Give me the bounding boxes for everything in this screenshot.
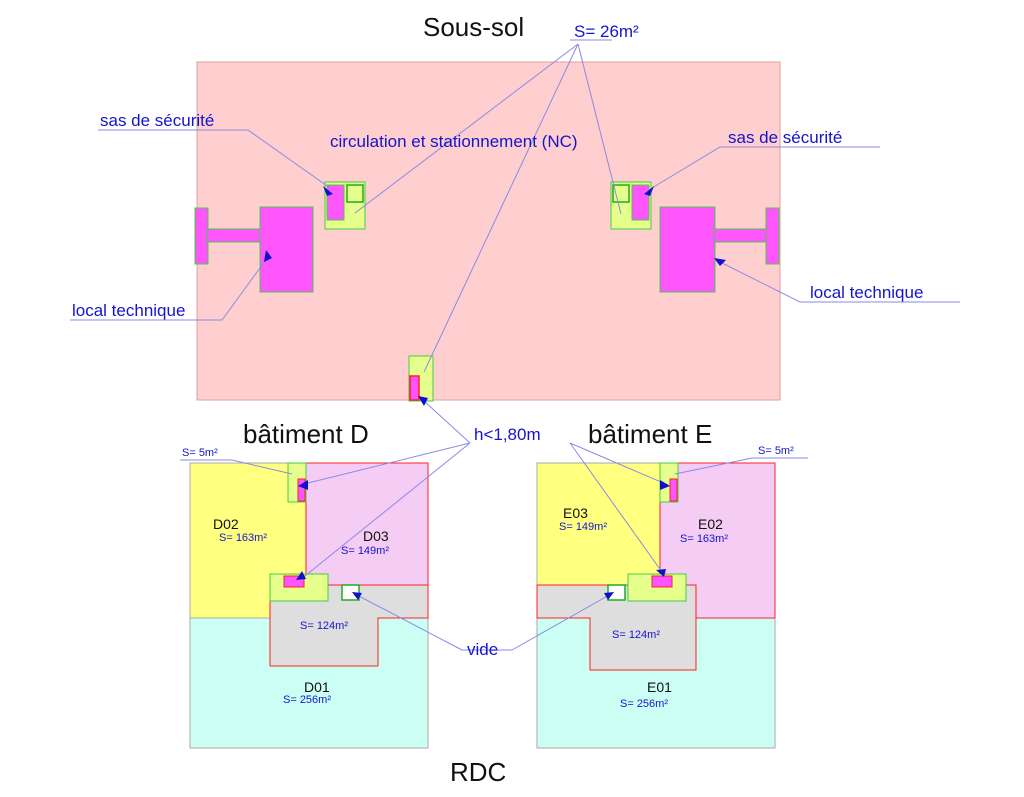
ground-floor-title: RDC	[450, 757, 506, 787]
room-d03-name: D03	[363, 528, 389, 544]
technical-room-left-label: local technique	[72, 301, 185, 320]
basement-surface-label: S= 26m²	[574, 22, 639, 41]
room-e-center	[536, 584, 697, 671]
room-e01-name: E01	[647, 679, 672, 695]
room-d-center-surface: S= 124m²	[300, 620, 348, 632]
basement-shaft	[408, 355, 434, 402]
room-e-center-surface: S= 124m²	[612, 629, 660, 641]
room-d02-name: D02	[213, 516, 239, 532]
security-lock-right	[610, 181, 652, 230]
room-e02-name: E02	[698, 516, 723, 532]
circulation-label: circulation et stationnement (NC)	[330, 132, 578, 151]
small-surface-right-label: S= 5m²	[758, 445, 794, 457]
building-e-title: bâtiment E	[588, 419, 712, 449]
room-d03-surface: S= 149m²	[341, 545, 389, 557]
building-d-title: bâtiment D	[243, 419, 369, 449]
room-d01-name: D01	[304, 679, 330, 695]
void-label: vide	[467, 640, 498, 659]
leader-lines	[70, 39, 960, 651]
technical-room-right-label: local technique	[810, 283, 923, 302]
technical-room-right	[659, 206, 780, 293]
void-e	[607, 584, 626, 601]
height-limit-label: h<1,80m	[474, 425, 541, 444]
room-d-center	[269, 584, 429, 667]
technical-room-left	[194, 206, 314, 293]
void-d	[341, 584, 360, 601]
room-d02-surface: S= 163m²	[219, 532, 267, 544]
room-d03	[305, 462, 429, 586]
basement-plan	[194, 61, 781, 402]
room-e02-surface: S= 163m²	[680, 533, 728, 545]
security-lock-left-label: sas de sécurité	[100, 111, 214, 130]
room-d01-surface: S= 256m²	[283, 694, 331, 706]
basement-title: Sous-sol	[423, 12, 524, 42]
arrowheads	[264, 186, 726, 600]
small-surface-left-label: S= 5m²	[182, 447, 218, 459]
building-d-plan	[189, 462, 429, 749]
room-e01-surface: S= 256m²	[620, 698, 668, 710]
building-e-plan	[536, 462, 776, 749]
room-e03-name: E03	[563, 505, 588, 521]
security-lock-left	[324, 181, 366, 230]
security-lock-right-label: sas de sécurité	[728, 128, 842, 147]
room-e03-surface: S= 149m²	[559, 521, 607, 533]
